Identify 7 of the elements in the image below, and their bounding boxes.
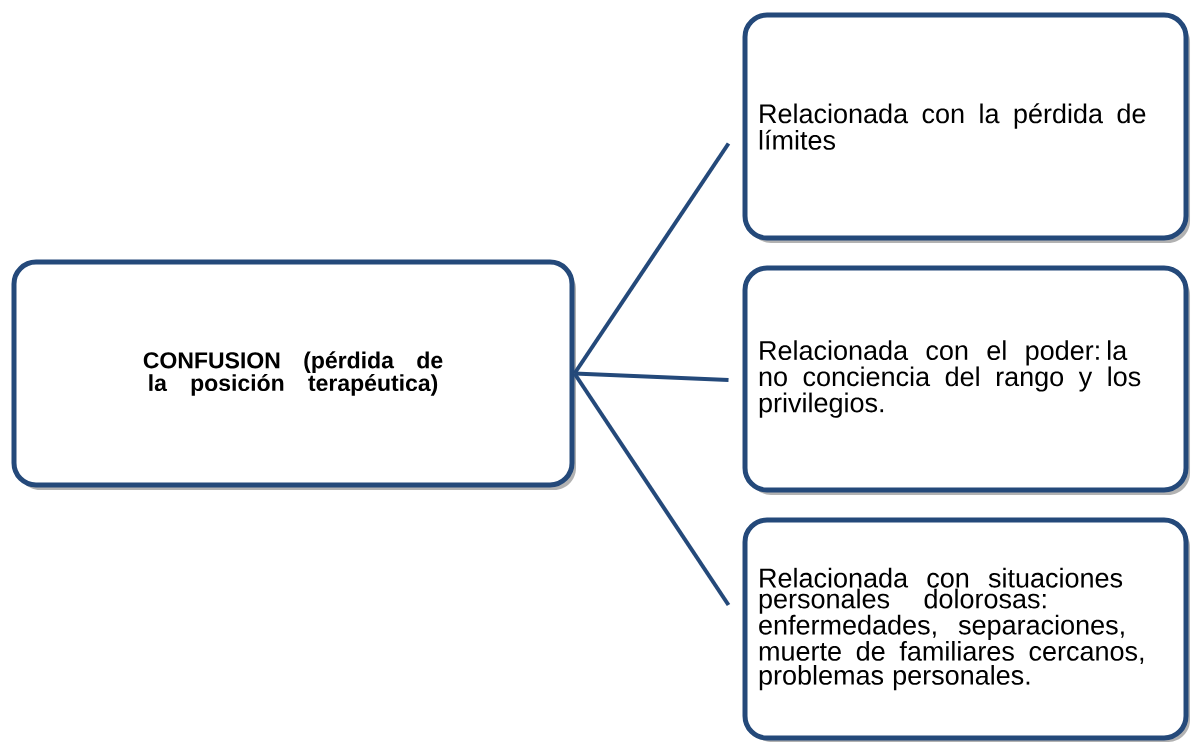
connector-line (572, 372, 731, 607)
process-box: CONFUSION (pérdida de la posición terapéutica) (11, 259, 576, 490)
connector-line (574, 371, 729, 382)
process-box: Relacionada con el poder: la no conciencia del rango y los privilegios. (742, 265, 1190, 495)
process-box: Relacionada con situaciones personales dolorosas: enfermedades, separaciones, muerte de familiares cercanos, problemas personales. (742, 517, 1190, 742)
process-box: Relacionada con la pérdida de límites (742, 12, 1190, 243)
connector-line (572, 142, 731, 375)
